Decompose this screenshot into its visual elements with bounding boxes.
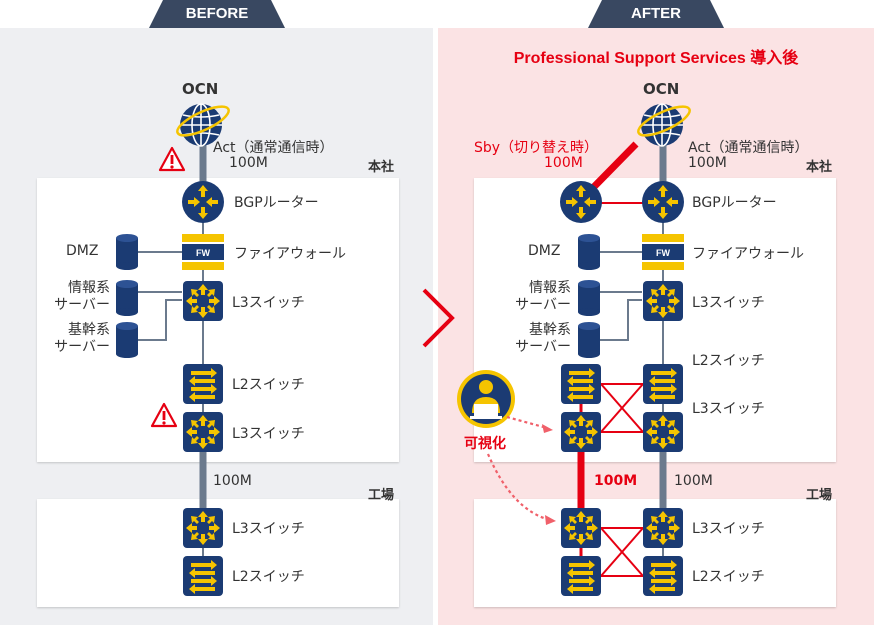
before-firewall-icon: FW xyxy=(182,234,224,270)
after-act-label: Act（通常通信時） xyxy=(688,140,809,156)
after-dmz-server-icon xyxy=(578,234,600,270)
before-act-label: Act（通常通信時） xyxy=(213,140,334,156)
operator-icon xyxy=(457,370,515,428)
chevron-right-icon xyxy=(422,288,455,348)
after-factory-l3-right-icon xyxy=(643,508,683,548)
before-l2-switch-icon xyxy=(183,364,223,404)
after-l2-label: L2スイッチ xyxy=(692,353,765,369)
before-bandwidth-mid: 100M xyxy=(213,473,252,489)
after-ocn-label: OCN xyxy=(643,80,680,98)
before-ocn-label: OCN xyxy=(182,80,219,98)
before-info-server-icon xyxy=(116,280,138,316)
before-l2-label: L2スイッチ xyxy=(232,377,305,393)
after-factory-l2-label: L2スイッチ xyxy=(692,569,765,585)
before-core-server-icon xyxy=(116,322,138,358)
after-site-factory: 工場 xyxy=(806,488,833,503)
before-info-server-label: 情報系サーバー xyxy=(54,280,110,313)
after-l3-2-label: L3スイッチ xyxy=(692,401,765,417)
before-l3-label: L3スイッチ xyxy=(232,295,305,311)
after-bandwidth-red: 100M xyxy=(594,473,638,489)
after-l3-label: L3スイッチ xyxy=(692,295,765,311)
after-factory-l3-left-icon xyxy=(561,508,601,548)
after-factory-l2-right-icon xyxy=(643,556,683,596)
before-tab: BEFORE xyxy=(149,0,285,28)
after-sby-label: Sby（切り替え時） xyxy=(474,140,599,156)
after-fw-badge: FW xyxy=(656,248,670,258)
before-bandwidth-top: 100M xyxy=(229,155,268,171)
before-firewall-label: ファイアウォール xyxy=(234,246,346,262)
before-factory-l3-label: L3スイッチ xyxy=(232,521,305,537)
before-l3-2-label: L3スイッチ xyxy=(232,426,305,442)
before-factory-l2-label: L2スイッチ xyxy=(232,569,305,585)
after-core-server-label: 基幹系サーバー xyxy=(515,322,571,355)
before-wan-warning-icon xyxy=(158,146,186,172)
before-dmz-label: DMZ xyxy=(66,243,99,259)
after-l3-switch-icon xyxy=(643,281,683,321)
after-ocn-globe-icon xyxy=(634,99,694,148)
after-core-server-icon xyxy=(578,322,600,358)
after-l2-switch-left-icon xyxy=(561,364,601,404)
before-site-factory: 工場 xyxy=(368,488,395,503)
after-tab: AFTER xyxy=(588,0,724,28)
after-firewall-icon: FW xyxy=(642,234,684,270)
after-headline: Professional Support Services 導入後 xyxy=(513,50,799,67)
after-act-bandwidth: 100M xyxy=(688,155,727,171)
after-l3-switch-right-icon xyxy=(643,412,683,452)
after-info-server-label: 情報系サーバー xyxy=(515,280,571,313)
after-bgp-label: BGPルーター xyxy=(692,195,777,211)
after-sby-router-icon xyxy=(560,181,602,223)
before-site-hq: 本社 xyxy=(368,160,395,175)
before-bgp-label: BGPルーター xyxy=(234,195,319,211)
after-l2-switch-right-icon xyxy=(643,364,683,404)
after-act-router-icon xyxy=(642,181,684,223)
before-switch-warning-icon xyxy=(150,402,178,428)
before-l3-switch-icon xyxy=(183,281,223,321)
after-visibility-label: 可視化 xyxy=(464,436,506,452)
after-factory-l2-left-icon xyxy=(561,556,601,596)
after-info-server-icon xyxy=(578,280,600,316)
before-factory-l3-icon xyxy=(183,508,223,548)
after-l3-switch-left-icon xyxy=(561,412,601,452)
after-factory-l3-label: L3スイッチ xyxy=(692,521,765,537)
after-site-hq: 本社 xyxy=(806,160,833,175)
after-bandwidth-gray: 100M xyxy=(674,473,713,489)
before-core-server-label: 基幹系サーバー xyxy=(54,322,110,355)
before-factory-l2-icon xyxy=(183,556,223,596)
before-dmz-server-icon xyxy=(116,234,138,270)
before-fw-badge: FW xyxy=(196,248,210,258)
after-dmz-label: DMZ xyxy=(528,243,561,259)
after-sby-bandwidth: 100M xyxy=(544,155,583,171)
before-bgp-router-icon xyxy=(182,181,224,223)
before-l3-switch-2-icon xyxy=(183,412,223,452)
after-firewall-label: ファイアウォール xyxy=(692,246,804,262)
